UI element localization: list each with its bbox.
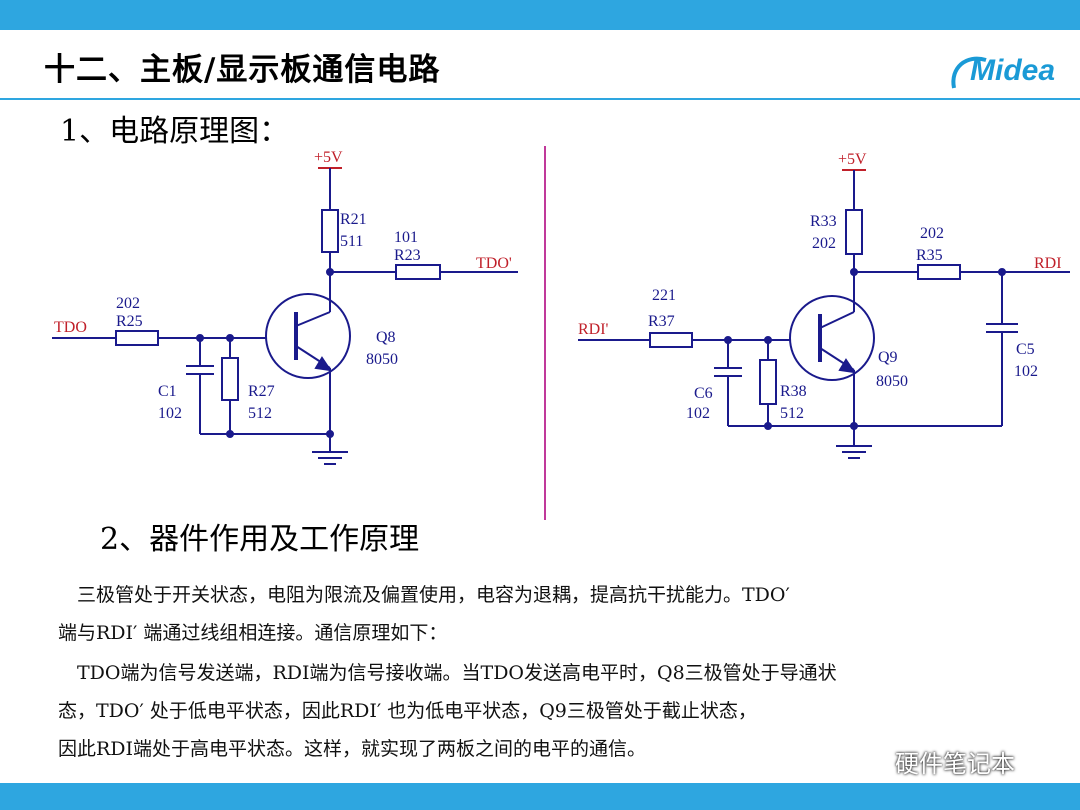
bottom-banner [0,783,1080,810]
rdi-label: RDI [1034,255,1062,272]
paragraph-line-3: TDO端为信号发送端，RDI端为信号接收端。当TDO发送高电平时，Q8三极管处于… [58,662,837,684]
c1-value: 102 [158,405,182,422]
transistor-q8 [265,293,351,379]
circuit-schematic: +5V R21 511 101 R23 TDO' TDO 202 R25 Q8 … [52,149,1070,465]
r25-value: 202 [116,295,140,312]
title-rule [0,98,1080,100]
left-vcc-label: +5V [314,149,343,166]
wechat-icon [855,752,889,778]
resistor-r25 [115,330,159,346]
r21-name: R21 [340,211,367,228]
r35-name: R35 [916,247,943,264]
midea-logo: Midea [948,48,1060,96]
r38-value: 512 [780,405,804,422]
right-circuit [578,169,1070,459]
resistor-r21 [321,209,339,253]
c6-name: C6 [694,385,713,402]
r25-name: R25 [116,313,143,330]
watermark: 硬件笔记本 [855,744,1015,779]
resistor-r38 [759,359,777,405]
r33-value: 202 [812,235,836,252]
r33-name: R33 [810,213,837,230]
c5-value: 102 [1014,363,1038,380]
r21-value: 511 [340,233,363,250]
resistor-r23 [395,264,441,280]
circuit-divider [544,146,546,520]
r37-value: 221 [652,287,676,304]
resistor-r37 [649,332,693,348]
r23-name: R23 [394,247,421,264]
tdo-label: TDO [54,319,87,336]
r27-value: 512 [248,405,272,422]
r38-name: R38 [780,383,807,400]
top-banner [0,0,1080,30]
resistor-r33 [845,209,863,255]
logo-text: Midea [970,54,1056,87]
q9-name: Q9 [878,349,898,366]
tdo-prime-label: TDO' [476,255,512,272]
c5-name: C5 [1016,341,1035,358]
watermark-text: 硬件笔记本 [895,750,1015,778]
r23-value: 101 [394,229,418,246]
q8-part: 8050 [366,351,398,368]
r37-name: R37 [648,313,675,330]
q9-part: 8050 [876,373,908,390]
slide-title: 十二、主板/显示板通信电路 [44,52,441,88]
section-heading-schematic: 1、电路原理图： [60,114,290,149]
r27-name: R27 [248,383,275,400]
q8-name: Q8 [376,329,396,346]
paragraph-line-5: 因此RDI端处于高电平状态。这样，就实现了两板之间的电平的通信。 [58,738,647,760]
paragraph-line-1: 三极管处于开关状态，电阻为限流及偏置使用，电容为退耦，提高抗干扰能力。TDO′ [58,584,790,606]
transistor-q9 [789,295,875,381]
left-circuit [52,167,518,465]
section-heading-principle: 2、器件作用及工作原理 [100,522,420,557]
c1-name: C1 [158,383,177,400]
resistor-r35 [917,264,961,280]
right-vcc-label: +5V [838,151,867,168]
rdi-prime-label: RDI' [578,321,609,338]
paragraph-line-2: 端与RDI′ 端通过线组相连接。通信原理如下： [58,622,448,644]
paragraph-line-4: 态，TDO′ 处于低电平状态，因此RDI′ 也为低电平状态，Q9三极管处于截止状… [58,700,757,722]
c6-value: 102 [686,405,710,422]
resistor-r27 [221,357,239,401]
r35-value: 202 [920,225,944,242]
